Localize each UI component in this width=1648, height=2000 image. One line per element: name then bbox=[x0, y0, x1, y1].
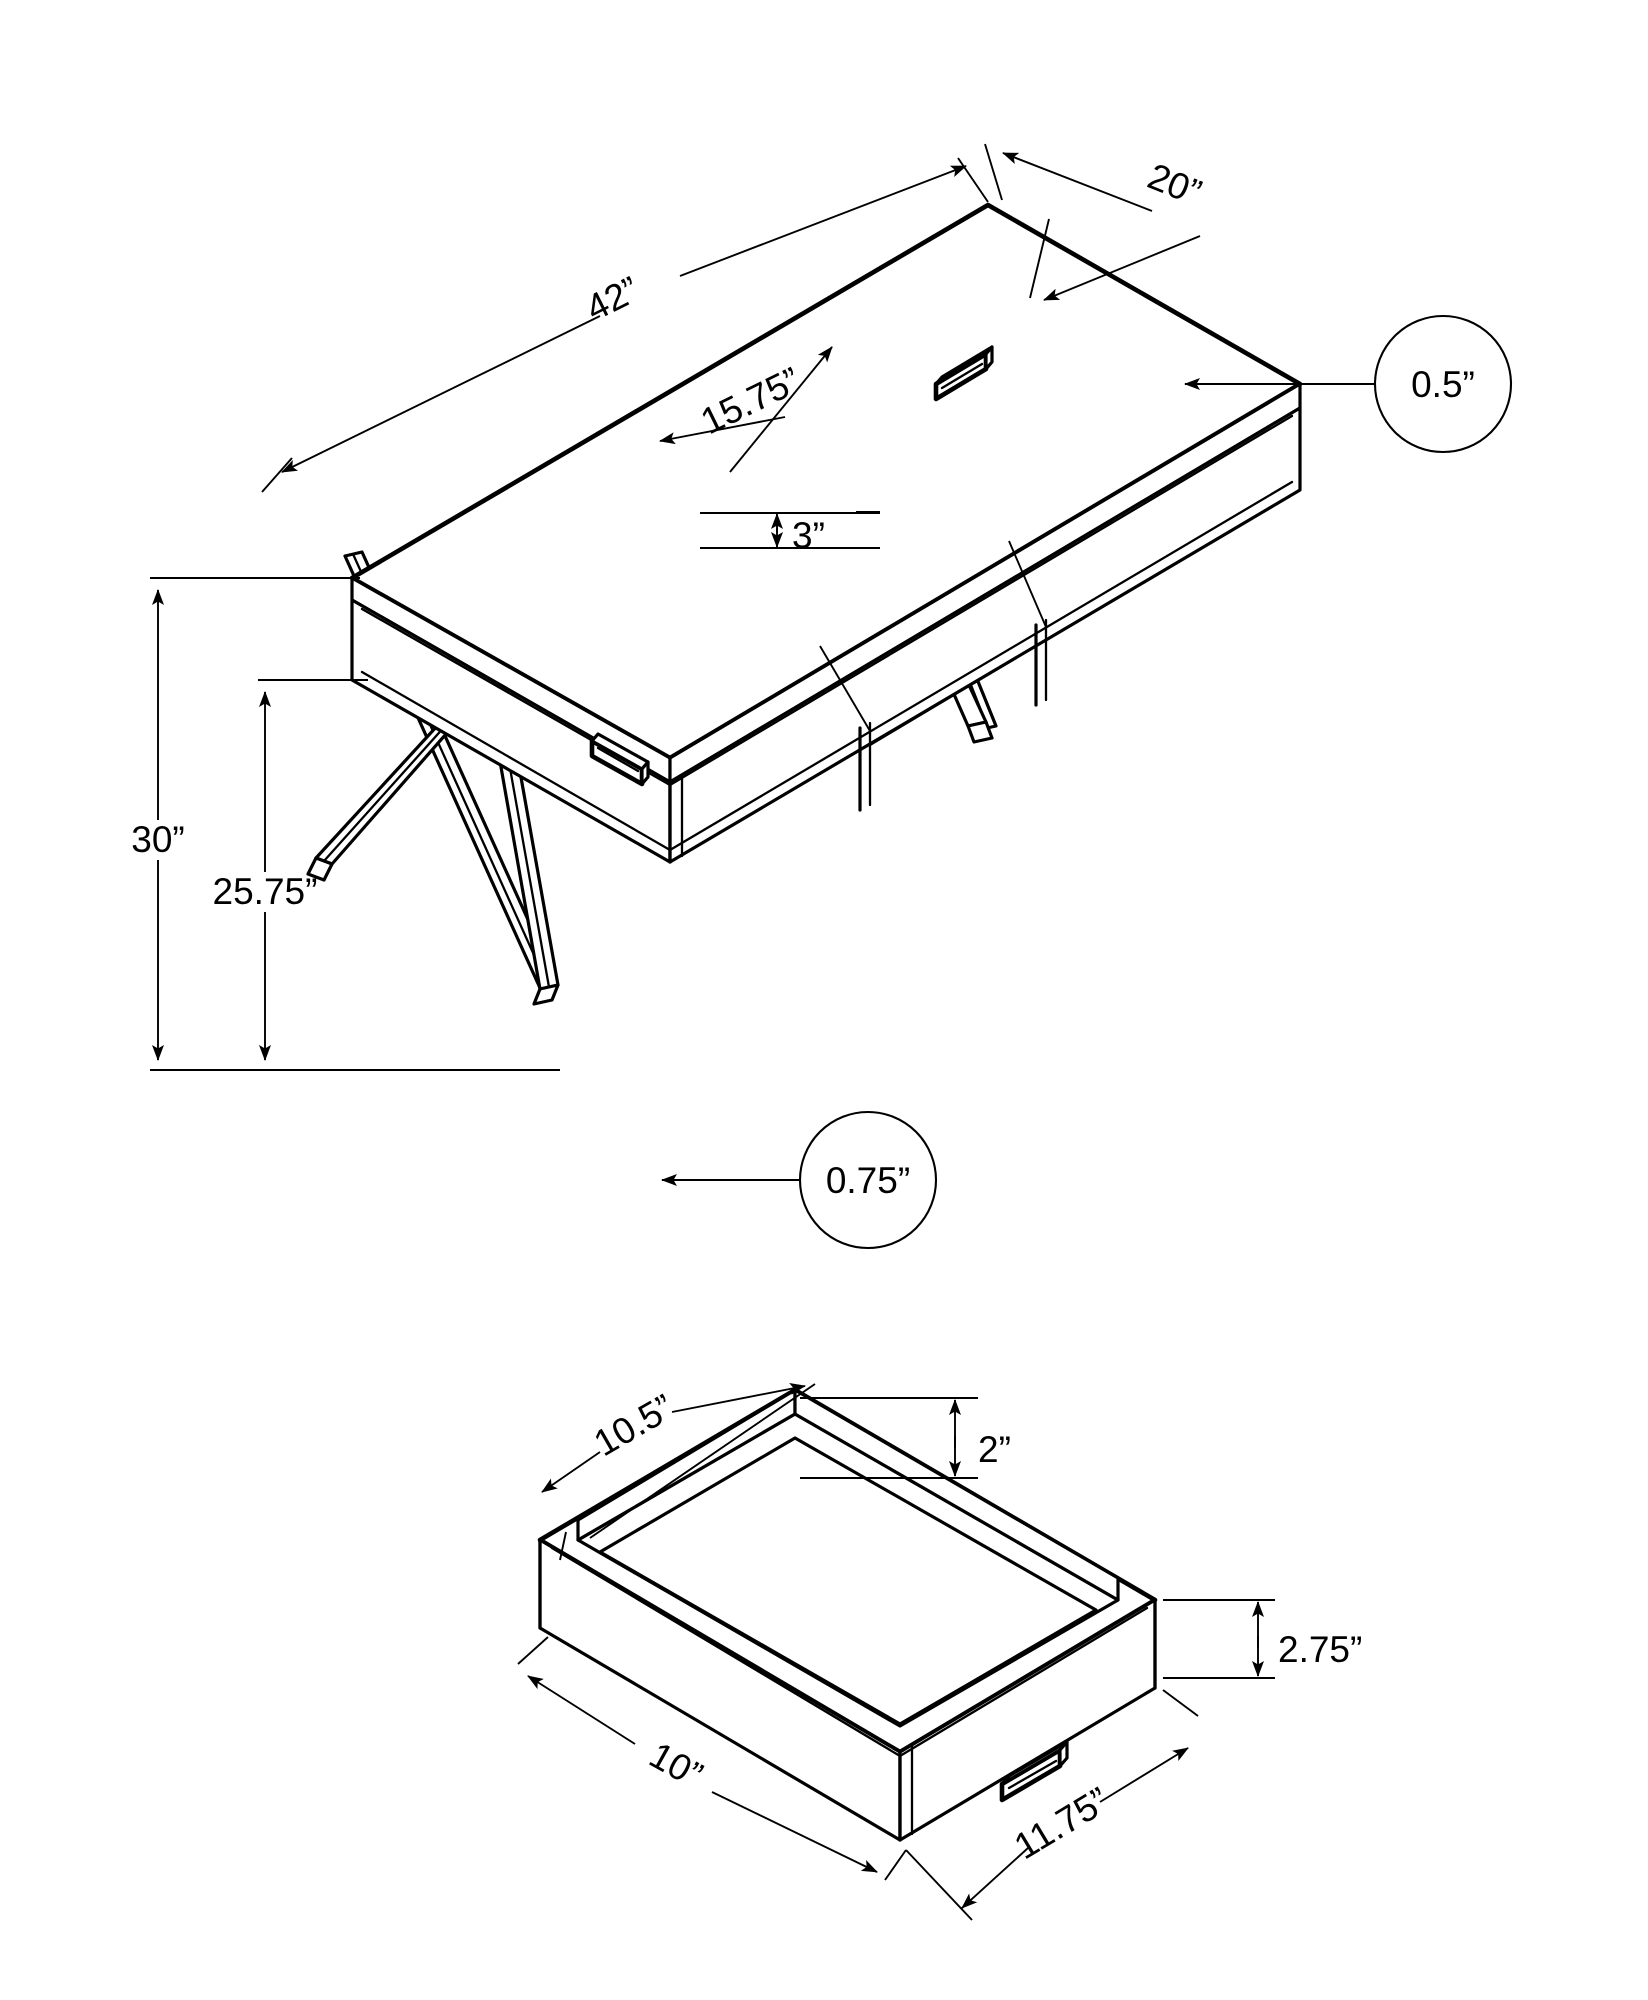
dim-label-3: 3” bbox=[792, 515, 825, 556]
dim-line-1575-a bbox=[659, 416, 786, 445]
dim-label-1175: 11.75” bbox=[1007, 1779, 1116, 1867]
ext-line-1175-b bbox=[905, 1849, 973, 1921]
dim-label-275: 2.75” bbox=[1278, 1629, 1362, 1670]
dim-line-1175-b bbox=[961, 1847, 1029, 1909]
drawer-handle-groove bbox=[1007, 1759, 1058, 1790]
desk-apron-box bbox=[350, 406, 1302, 864]
dim-line-20-b bbox=[1043, 235, 1201, 301]
handle-left-end bbox=[640, 760, 650, 786]
ext-line-105-b bbox=[559, 1531, 567, 1561]
ext-line-42-left bbox=[261, 457, 293, 493]
ext-line-10-b bbox=[884, 1849, 907, 1881]
dimension-drawer-wall-height: 2” bbox=[800, 1397, 1011, 1479]
dim-line-105-b bbox=[671, 1382, 806, 1413]
dimension-desk-height: 30” bbox=[131, 577, 560, 1071]
ext-line-20-left bbox=[984, 143, 1003, 201]
dim-label-105: 10.5” bbox=[587, 1386, 681, 1464]
dim-line-1175-a bbox=[1099, 1747, 1189, 1803]
dim-line-42-b bbox=[679, 165, 967, 277]
desk-drawer-handles bbox=[589, 345, 994, 787]
drawer-detail-view: 10.5” 2” 10” 2.75” bbox=[517, 1382, 1362, 1921]
dim-label-2: 2” bbox=[978, 1429, 1011, 1470]
leg-foot-leftnear bbox=[306, 856, 334, 882]
dimension-clearance-height: 25.75” bbox=[213, 679, 368, 1061]
dim-label-2575: 25.75” bbox=[213, 871, 318, 912]
ext-line-20-right bbox=[1029, 218, 1050, 299]
ext-line-105-a bbox=[589, 1383, 816, 1539]
drawer-detail-handle bbox=[999, 1740, 1069, 1803]
center-opening-recess-top bbox=[868, 644, 1038, 747]
desk-assembly-view: 42” 20” 0.5” 15.75” bbox=[131, 143, 1513, 1250]
drawer-left-face-reveal bbox=[550, 1546, 902, 1758]
ext-line-42-right bbox=[957, 157, 989, 203]
dim-label-075: 0.75” bbox=[826, 1160, 910, 1201]
dim-line-105-a bbox=[541, 1451, 601, 1493]
leg-foot-left bbox=[532, 983, 560, 1006]
ext-line-1175-a bbox=[1162, 1689, 1199, 1717]
desk-top-slab bbox=[349, 202, 1303, 784]
dim-label-05: 0.5” bbox=[1411, 364, 1475, 405]
dim-line-42-a bbox=[281, 315, 601, 473]
callout-circle-05 bbox=[1373, 314, 1513, 454]
drawer-front-face-reveal bbox=[898, 1606, 1149, 1758]
drawer-handle-left bbox=[589, 732, 650, 787]
dim-label-10: 10” bbox=[643, 1734, 710, 1796]
dim-line-10-a bbox=[527, 1675, 636, 1745]
dimension-top-thickness: 0.5” bbox=[1184, 314, 1513, 454]
drawer-cavity-floor bbox=[598, 1436, 1098, 1726]
handle-right-end bbox=[984, 345, 994, 371]
ext-line-1575-left bbox=[819, 645, 871, 732]
dim-label-30: 30” bbox=[131, 819, 184, 860]
dimension-drawer-front-height: 2.75” bbox=[1163, 1599, 1362, 1679]
dimension-leg-thickness: 0.75” bbox=[661, 1110, 938, 1250]
drawer-back-right-wall bbox=[793, 1388, 1120, 1602]
ext-line-10-a bbox=[517, 1636, 549, 1665]
leg-foot-rightfar bbox=[966, 720, 994, 744]
dim-line-1575-b bbox=[729, 346, 833, 473]
dim-line-20-a bbox=[1002, 152, 1153, 212]
handle-left-groove bbox=[596, 746, 640, 773]
handle-right-groove bbox=[940, 362, 984, 390]
drawer-handle-end bbox=[1058, 1740, 1069, 1768]
dim-label-20: 20” bbox=[1142, 155, 1207, 213]
dim-label-42: 42” bbox=[579, 269, 645, 330]
drawer-handle-right bbox=[933, 345, 994, 402]
dim-line-10-b bbox=[711, 1791, 878, 1873]
ext-line-1575-right bbox=[1008, 540, 1047, 628]
callout-circle-075 bbox=[798, 1110, 938, 1250]
dimension-drawer-opening-height: 3” bbox=[700, 511, 880, 556]
